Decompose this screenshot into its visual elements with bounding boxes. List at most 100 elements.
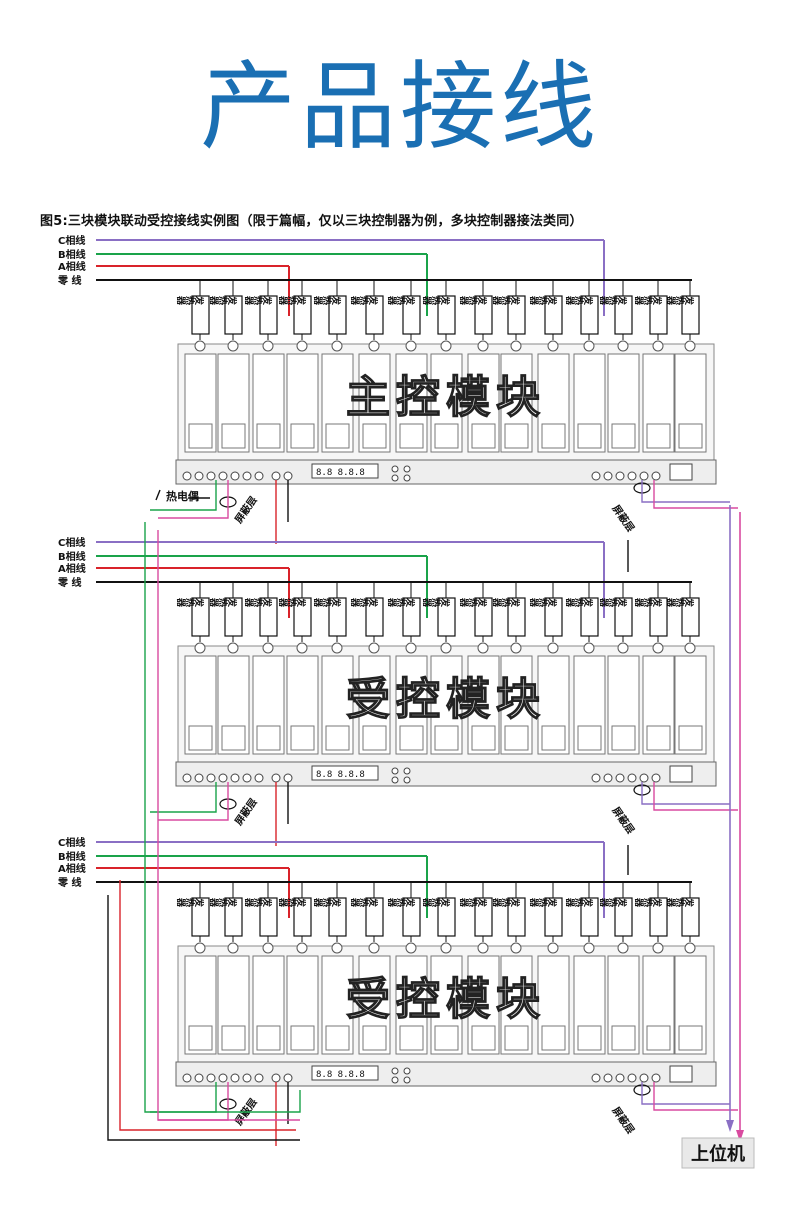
module-1: C相线B相线A相线零 线发热器发热器发热器发热器发热器发热器发热器发热器发热器发… (57, 234, 738, 544)
heater-box (649, 897, 668, 937)
comm-wire (641, 1082, 730, 1105)
heater-label: 发热器 (176, 294, 205, 306)
module-body: 受控模块8.8 8.8.8屏蔽层屏蔽层 (150, 942, 738, 1146)
rail-terminal (218, 471, 228, 481)
heater-label: 发热器 (387, 596, 416, 608)
rail-terminal (230, 471, 240, 481)
heater-label: 发热器 (459, 596, 488, 608)
terminal-screw (368, 340, 380, 352)
heater-label: 发热器 (278, 596, 307, 608)
module-name: 主控模块 (346, 372, 546, 423)
heater-box (224, 597, 243, 637)
ssr-window (325, 423, 350, 449)
heater: 发热器 (176, 596, 210, 637)
heater-box (614, 597, 633, 637)
heater-box (614, 295, 633, 335)
heater-label: 发热器 (492, 294, 521, 306)
heater-label: 发热器 (387, 896, 416, 908)
upper-pc-box (681, 1137, 755, 1169)
key-button (391, 776, 399, 784)
heater-label: 发热器 (634, 294, 663, 306)
rail-terminal (194, 1073, 204, 1083)
heater-box (365, 897, 384, 937)
ssr-window (577, 725, 602, 751)
terminal-screw (617, 642, 629, 654)
heater-label: 发热器 (350, 896, 379, 908)
rail-terminal (182, 773, 192, 783)
heater: 发热器 (529, 294, 563, 335)
heater-box (259, 597, 278, 637)
ssr-window (611, 725, 636, 751)
terminal-screw (194, 942, 206, 954)
terminal-screw (405, 340, 417, 352)
rail-terminal (182, 471, 192, 481)
comm-terminal (615, 471, 625, 481)
heater-label: 发热器 (599, 294, 628, 306)
ssr-window (611, 423, 636, 449)
line-label: A相线 (58, 862, 86, 875)
heater-label: 发热器 (244, 294, 273, 306)
rail-terminal (194, 773, 204, 783)
heater-label: 发热器 (459, 294, 488, 306)
terminal-screw (684, 340, 696, 352)
heater-box (402, 597, 421, 637)
comm-wire (653, 782, 738, 811)
heater-label: 发热器 (278, 896, 307, 908)
heater: 发热器 (350, 596, 384, 637)
heater-box (580, 597, 599, 637)
port (669, 765, 693, 783)
terminal-screw (368, 942, 380, 954)
ssr-window (290, 1025, 315, 1051)
heater-box (474, 597, 493, 637)
heater: 发热器 (176, 294, 210, 335)
heater: 发热器 (313, 294, 347, 335)
ssr-window (399, 1025, 424, 1051)
shield-label: 屏蔽层 (231, 796, 259, 829)
terminal-screw (477, 642, 489, 654)
heater: 发热器 (565, 294, 599, 335)
control-rail (175, 1061, 717, 1087)
ssr-window (188, 725, 213, 751)
terminal-screw (405, 942, 417, 954)
ssr-window (325, 725, 350, 751)
terminal-screw (684, 642, 696, 654)
ssr-window (221, 725, 246, 751)
line-label: A相线 (58, 260, 86, 273)
heater-box (224, 295, 243, 335)
shield-label: 屏蔽层 (609, 501, 637, 534)
ssr-window (678, 423, 703, 449)
heater-box (437, 295, 456, 335)
bus-wire-black (107, 895, 300, 1141)
heater-label: 发热器 (422, 294, 451, 306)
terminal-screw (227, 942, 239, 954)
heater-label: 发热器 (422, 596, 451, 608)
heater-box (402, 295, 421, 335)
terminal-screw (477, 942, 489, 954)
thermocouple-label: 热电偶 (166, 489, 199, 503)
terminal-screw (440, 942, 452, 954)
ssr-window (471, 423, 496, 449)
module-name: 受控模块 (346, 674, 546, 725)
rail-terminal (218, 1073, 228, 1083)
terminal-screw (510, 942, 522, 954)
rail-terminal (242, 773, 252, 783)
terminal-screw (547, 942, 559, 954)
heater-box (544, 597, 563, 637)
comm-terminal (651, 471, 661, 481)
heater: 发热器 (492, 896, 526, 937)
rail-terminal (283, 471, 293, 481)
key-button (391, 767, 399, 775)
ssr-window (188, 423, 213, 449)
heater: 发热器 (529, 896, 563, 937)
heater-box (580, 897, 599, 937)
thermocouple-wire (155, 489, 210, 501)
line-label: C相线 (58, 836, 85, 849)
heater: 发热器 (350, 294, 384, 335)
heater: 发热器 (666, 896, 700, 937)
heater-label: 发热器 (492, 896, 521, 908)
ssr-window (678, 1025, 703, 1051)
heater-box (191, 597, 210, 637)
ssr-window (541, 423, 566, 449)
comm-terminal (603, 773, 613, 783)
